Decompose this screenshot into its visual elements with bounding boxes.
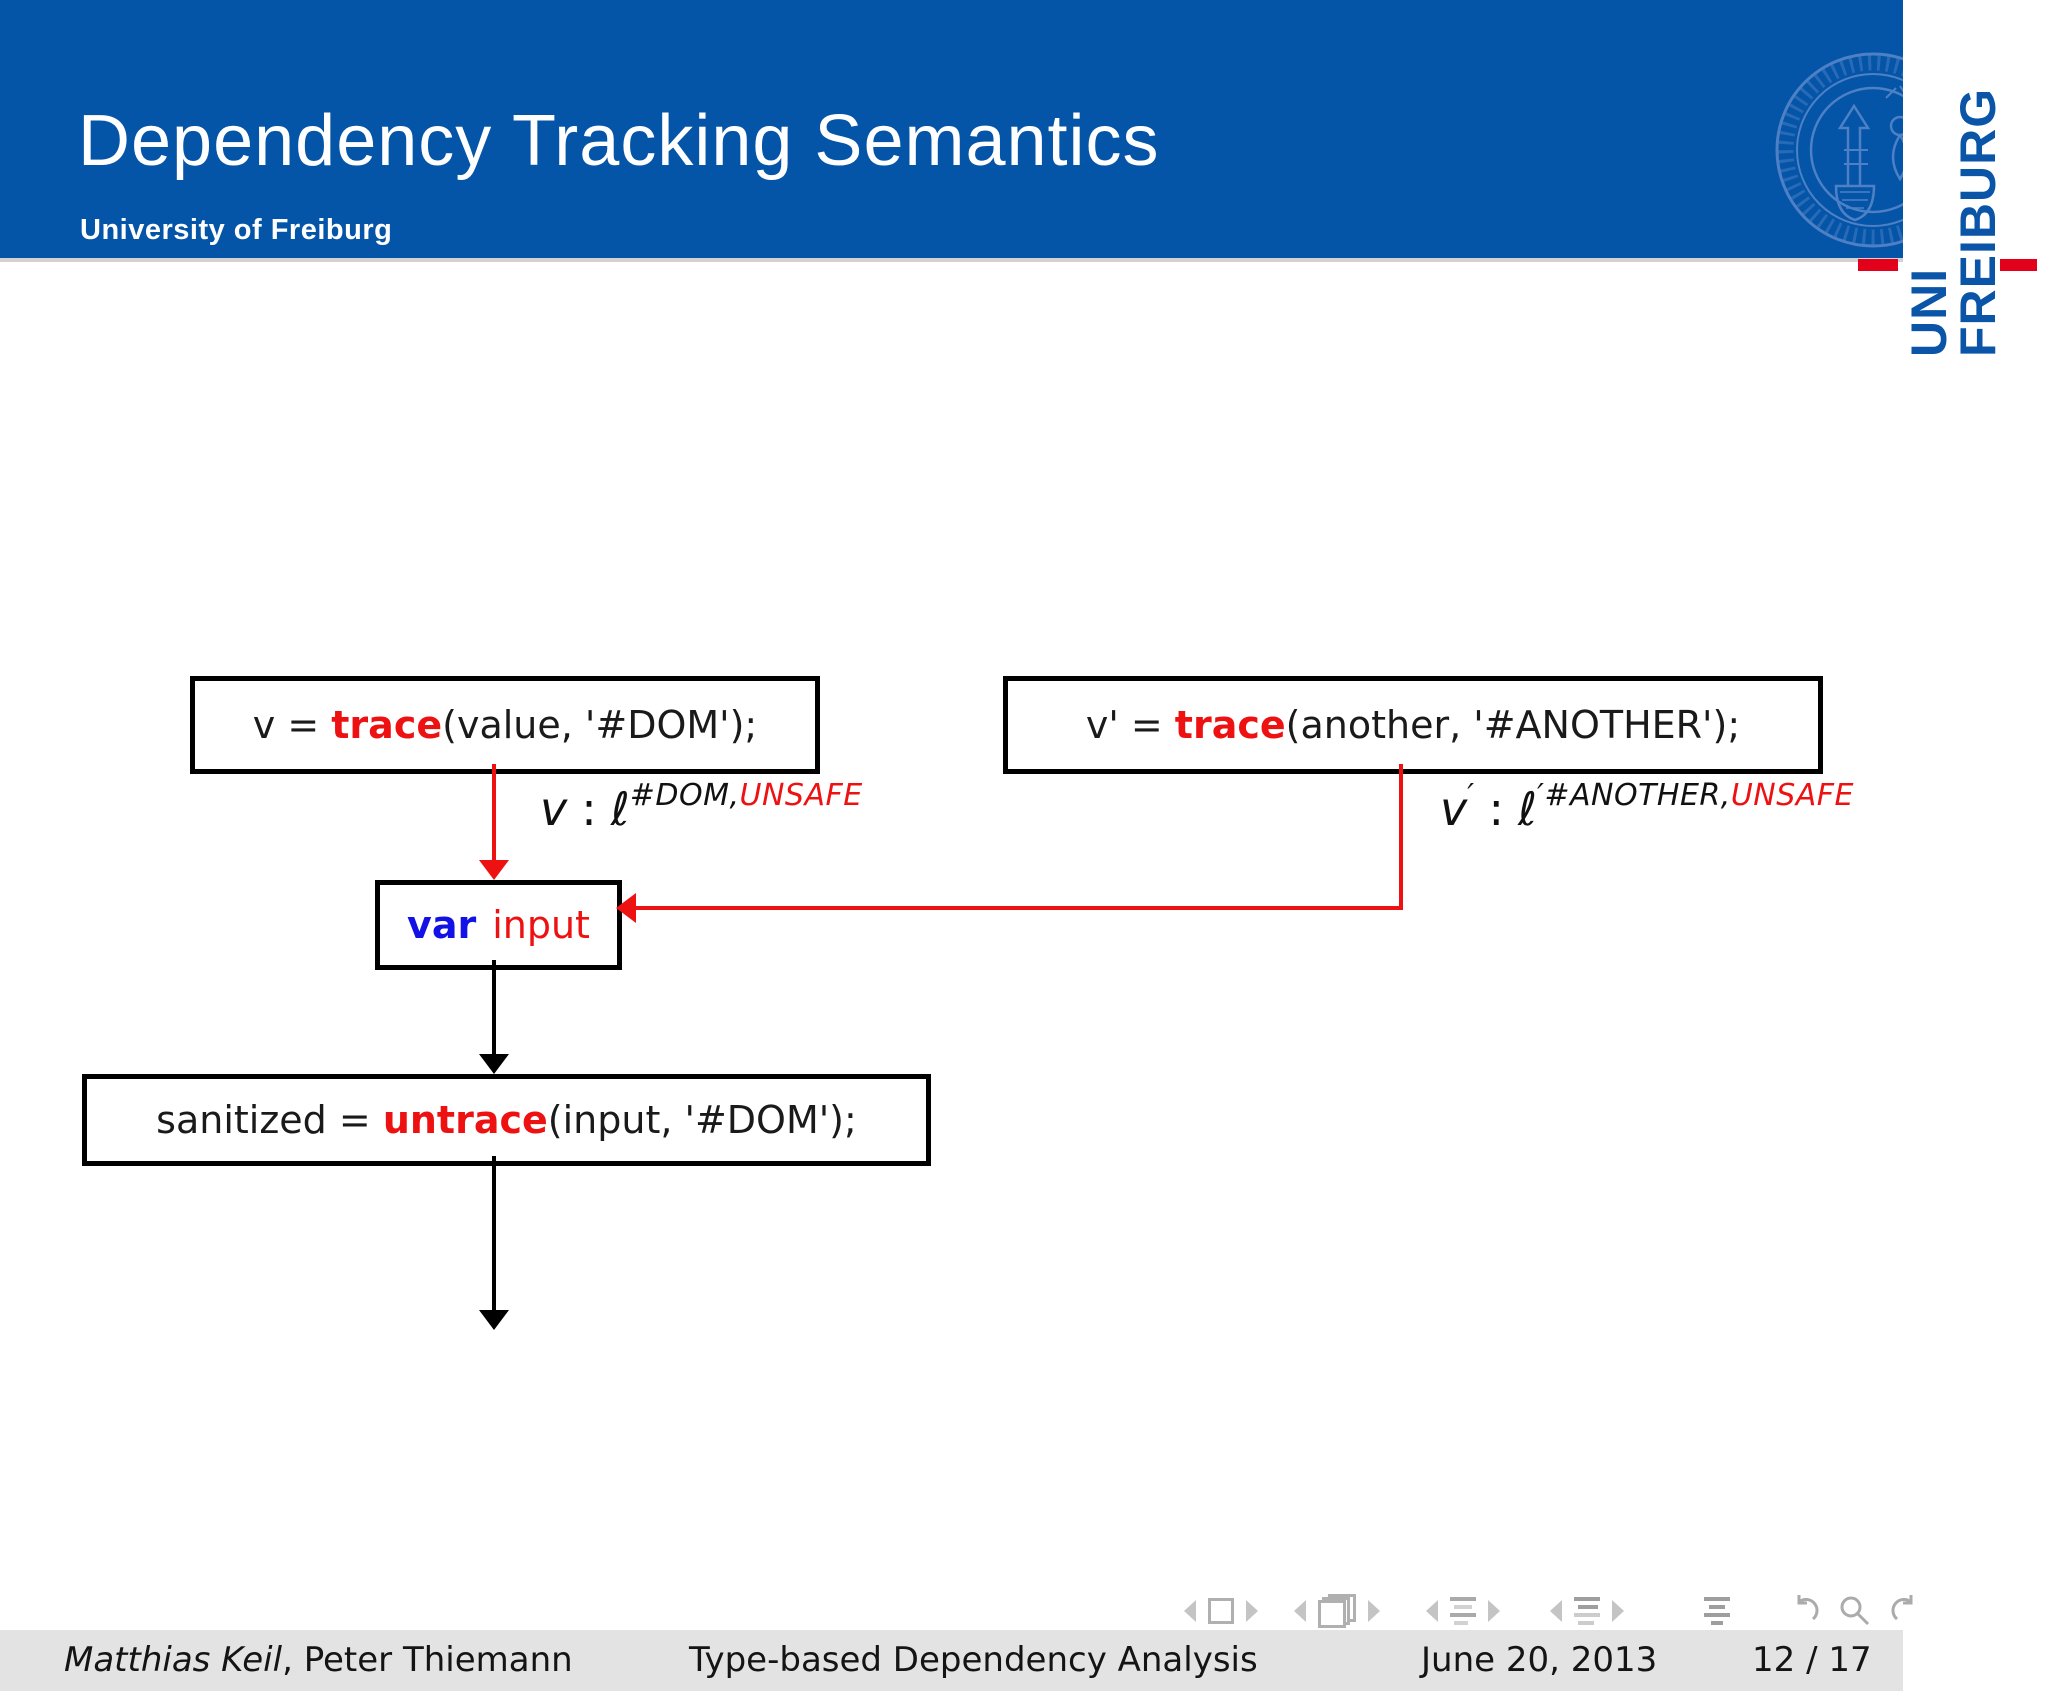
label-ell: ℓ [1518, 782, 1538, 836]
code-box-trace-another: v' = trace(another, '#ANOTHER'); [1003, 676, 1823, 774]
label-superscript: ′#ANOTHER,UNSAFE [1537, 778, 1854, 813]
section-prev-icon[interactable] [1550, 1600, 1562, 1622]
nav-appendix-group [1704, 1597, 1730, 1625]
code-text: v' = [1085, 703, 1175, 747]
slide-current-icon[interactable] [1208, 1598, 1234, 1624]
label-ell-prime: ′ [1537, 778, 1545, 813]
footer-page-number: 12 / 17 [1752, 1640, 1872, 1680]
footer-bar: Matthias Keil, Peter Thiemann Type-based… [0, 1630, 1903, 1691]
page-subtitle: University of Freiburg [80, 214, 393, 246]
header-shadow-line [0, 258, 1903, 262]
footer-author-2: , Peter Thiemann [282, 1640, 573, 1680]
arrow-another-vertical-shaft [1399, 764, 1403, 910]
arrow-var-to-untrace-head [479, 1054, 509, 1074]
uni-freiburg-wordmark: UNI FREIBURG [1901, 87, 2006, 357]
undo-icon[interactable] [1786, 1593, 1822, 1629]
wordmark-freiburg: FREIBURG [1950, 87, 2006, 357]
subsection-list-icon[interactable] [1450, 1597, 1476, 1625]
wordmark-uni: UNI [1901, 267, 1957, 357]
arrow-another-horizontal-shaft [634, 906, 1403, 910]
search-icon[interactable] [1838, 1594, 1872, 1628]
label-var: v [1440, 782, 1468, 836]
nav-subsection-group [1426, 1597, 1500, 1625]
code-box-var-input: var input [375, 880, 622, 970]
beamer-navigation-bar [1184, 1592, 1924, 1630]
arrow-untrace-out-head [479, 1310, 509, 1330]
code-text: sanitized = [156, 1098, 383, 1142]
document-outline-icon[interactable] [1704, 1597, 1730, 1625]
nav-section-group [1550, 1597, 1624, 1625]
var-keyword: var [407, 903, 477, 947]
label-sup-tag: #DOM, [629, 778, 740, 813]
arrow-trace-to-var-head [479, 860, 509, 880]
input-variable: input [492, 903, 590, 947]
arrow-var-to-untrace-shaft [492, 960, 496, 1056]
arrow-another-to-var-head [616, 893, 636, 923]
footer-author-1: Matthias Keil [64, 1640, 283, 1680]
code-text: v = [252, 703, 332, 747]
footer-authors: Matthias Keil, Peter Thiemann [64, 1630, 573, 1691]
label-superscript: #DOM,UNSAFE [630, 778, 863, 813]
label-sup-unsafe: UNSAFE [739, 778, 863, 813]
label-colon: : [581, 782, 597, 836]
untrace-keyword: untrace [382, 1098, 548, 1142]
footer-date: June 20, 2013 [1421, 1640, 1658, 1680]
code-text: (value, '#DOM'); [442, 703, 758, 747]
nav-history-group [1786, 1593, 1924, 1629]
arrow-trace-to-var-shaft [492, 764, 496, 862]
nav-slide-group [1184, 1598, 1258, 1624]
trace-keyword: trace [1174, 703, 1286, 747]
code-box-trace-dom: v = trace(value, '#DOM'); [190, 676, 820, 774]
type-label-v-prime: v′:ℓ′#ANOTHER,UNSAFE [1440, 778, 1854, 836]
section-list-icon[interactable] [1574, 1597, 1600, 1625]
header-bar: Dependency Tracking Semantics University… [0, 0, 1903, 258]
label-prime: ′ [1467, 778, 1475, 813]
label-colon: : [1488, 782, 1505, 836]
subsection-prev-icon[interactable] [1426, 1600, 1438, 1622]
label-var: v [540, 782, 568, 836]
nav-frame-group [1294, 1594, 1380, 1628]
arrow-untrace-out-shaft [492, 1156, 496, 1310]
frame-next-icon[interactable] [1368, 1600, 1380, 1622]
logo-red-dash-right [2000, 259, 2037, 271]
logo-red-dash-left [1858, 259, 1898, 271]
subsection-next-icon[interactable] [1488, 1600, 1500, 1622]
page-title: Dependency Tracking Semantics [78, 101, 1160, 181]
university-seal-icon [1775, 52, 1903, 248]
code-box-untrace: sanitized = untrace(input, '#DOM'); [82, 1074, 931, 1166]
section-next-icon[interactable] [1612, 1600, 1624, 1622]
label-sup-unsafe: UNSAFE [1730, 778, 1854, 813]
redo-icon[interactable] [1888, 1593, 1924, 1629]
type-label-v: v:ℓ#DOM,UNSAFE [540, 778, 863, 836]
frame-stack-icon[interactable] [1318, 1594, 1356, 1628]
code-text: (another, '#ANOTHER'); [1285, 703, 1741, 747]
code-text: (input, '#DOM'); [547, 1098, 857, 1142]
slide-next-icon[interactable] [1246, 1600, 1258, 1622]
label-ell: ℓ [610, 782, 630, 836]
label-sup-tag: #ANOTHER, [1544, 778, 1731, 813]
slide-prev-icon[interactable] [1184, 1600, 1196, 1622]
trace-keyword: trace [331, 703, 443, 747]
footer-talk-title: Type-based Dependency Analysis [689, 1640, 1258, 1680]
frame-prev-icon[interactable] [1294, 1600, 1306, 1622]
